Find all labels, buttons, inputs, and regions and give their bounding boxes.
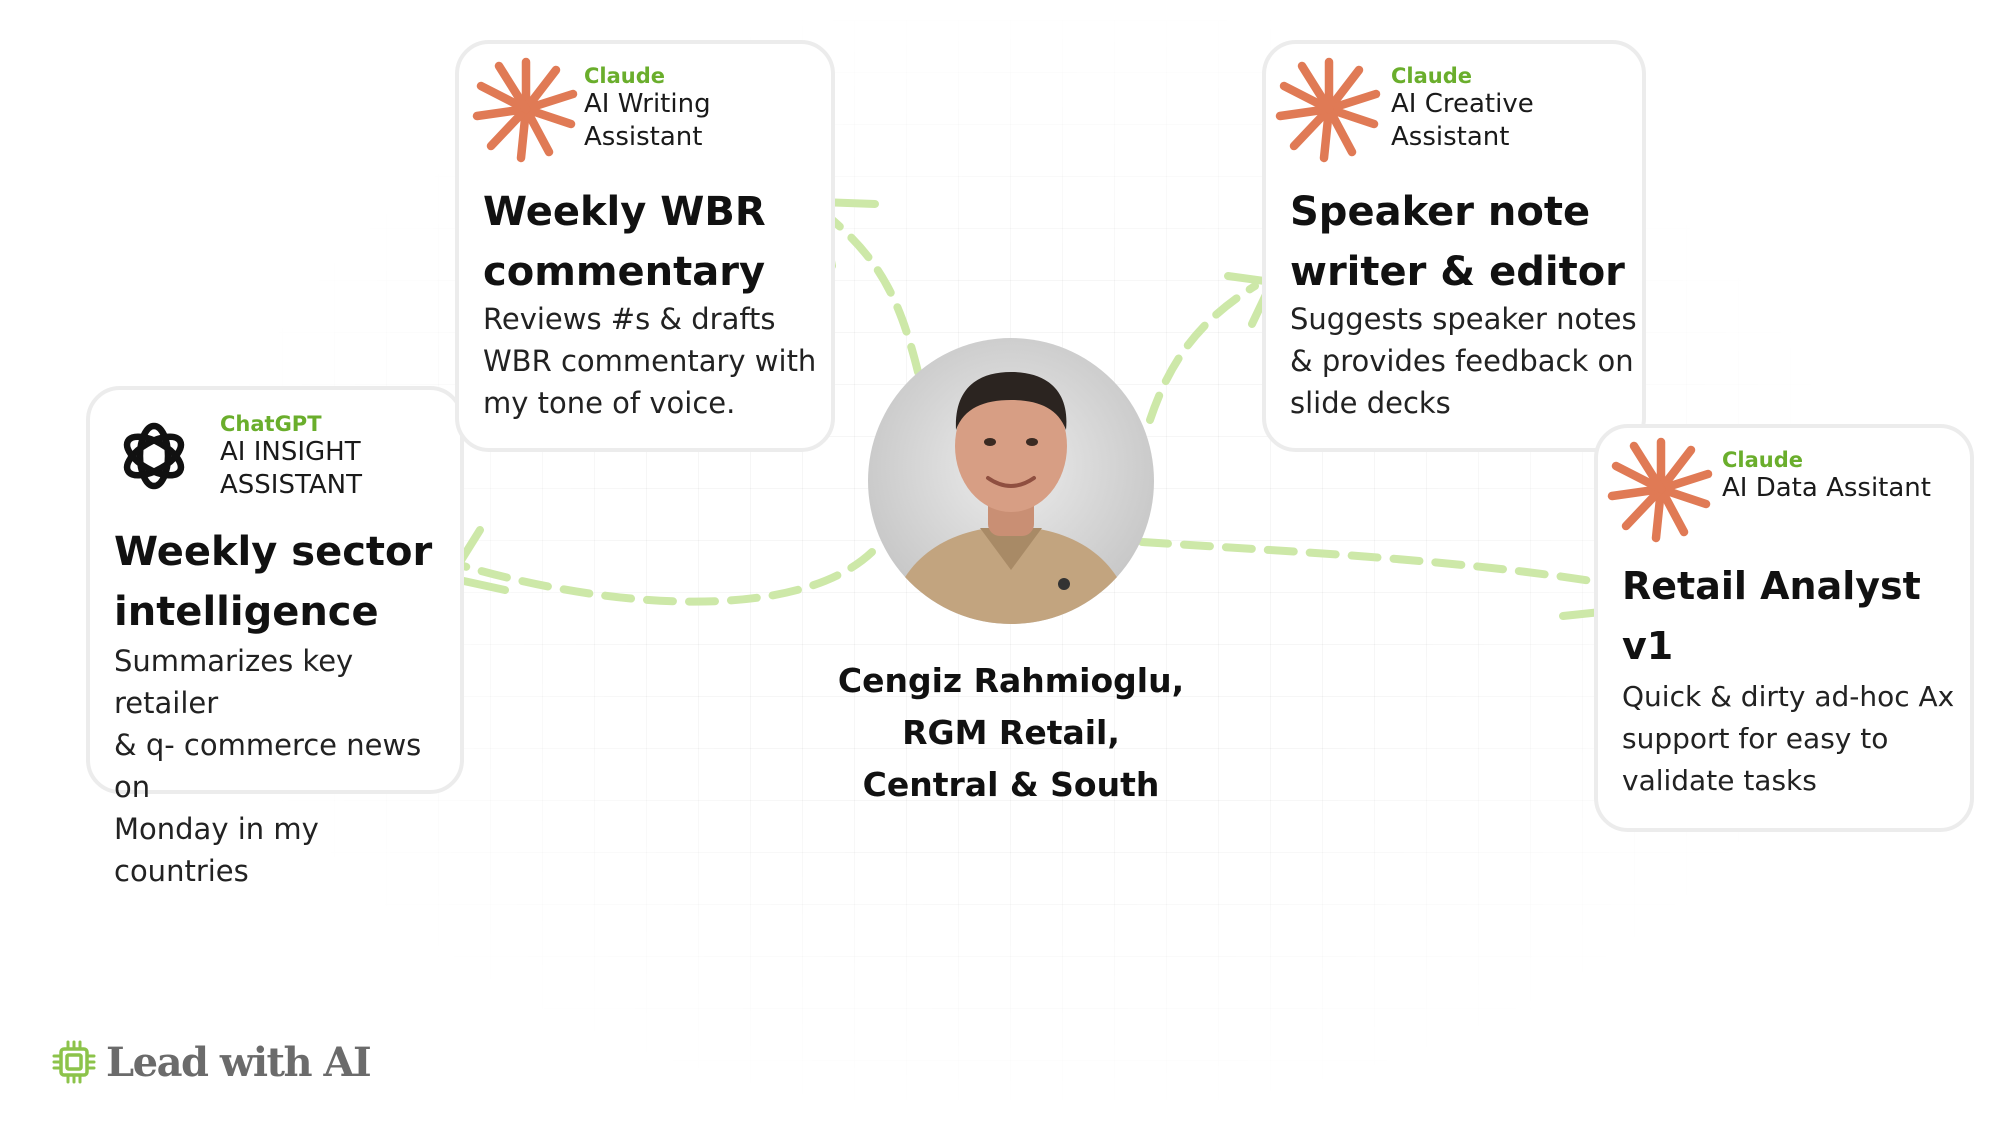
- claude-starburst-icon: [472, 57, 578, 163]
- card-description: Quick & dirty ad-hoc Ax support for easy…: [1622, 676, 1954, 802]
- card-title-line-1: Speaker note: [1290, 189, 1591, 235]
- card-description: Summarizes key retailer & q- commerce ne…: [114, 640, 460, 892]
- card-description-line-2: WBR commentary with: [483, 344, 817, 378]
- chip-icon: [52, 1040, 96, 1084]
- card-description-line-2: & provides feedback on: [1290, 344, 1634, 378]
- person-name: Cengiz Rahmioglu,: [837, 661, 1185, 700]
- card-title-line-1: Weekly WBR: [483, 189, 766, 235]
- card-description-line-1: Suggests speaker notes: [1290, 302, 1637, 336]
- claude-starburst-icon: [1275, 57, 1381, 163]
- card-title-line-2: intelligence: [114, 589, 379, 635]
- card-description-line-1: Reviews #s & drafts: [483, 302, 776, 336]
- card-title-line-2: writer & editor: [1290, 249, 1625, 295]
- role-label-line-1: AI INSIGHT: [220, 437, 361, 467]
- openai-logo-icon: [123, 422, 185, 490]
- card-retail-analyst: Claude AI Data Assitant Retail Analyst v…: [1594, 424, 1974, 832]
- role-label-line-2: ASSISTANT: [220, 470, 362, 500]
- person-role: RGM Retail,: [902, 713, 1120, 752]
- role-label: AI Writing Assistant: [584, 89, 711, 152]
- provider-label: Claude: [1391, 64, 1473, 88]
- card-title: Speaker note writer & editor: [1290, 182, 1625, 302]
- brand-name: Lead with AI: [106, 1038, 372, 1086]
- card-description-line-3: my tone of voice.: [483, 386, 736, 420]
- card-title-line-1: Retail Analyst v1: [1622, 564, 1921, 668]
- card-description-line-2: support for easy to: [1622, 722, 1889, 755]
- card-title: Weekly WBR commentary: [483, 182, 766, 302]
- card-title-line-2: commentary: [483, 249, 766, 295]
- card-description: Suggests speaker notes & provides feedba…: [1290, 298, 1637, 424]
- card-speaker-note-writer: Claude AI Creative Assistant Speaker not…: [1262, 40, 1646, 452]
- card-weekly-wbr-commentary: Claude AI Writing Assistant Weekly WBR c…: [455, 40, 835, 452]
- provider-label: Claude: [1722, 448, 1804, 472]
- role-label: AI Data Assitant: [1722, 473, 1931, 503]
- person-name-caption: Cengiz Rahmioglu, RGM Retail, Central & …: [830, 655, 1192, 811]
- card-description-line-1: Quick & dirty ad-hoc Ax: [1622, 680, 1955, 713]
- claude-starburst-icon: [1607, 437, 1713, 543]
- card-description: Reviews #s & drafts WBR commentary with …: [483, 298, 816, 424]
- provider-label: ChatGPT: [220, 412, 322, 436]
- card-title-line-1: Weekly sector: [114, 529, 433, 575]
- person-region: Central & South: [862, 765, 1160, 804]
- card-description-line-1: Summarizes key retailer: [114, 644, 354, 720]
- card-description-line-2: & q- commerce news on: [114, 728, 422, 804]
- card-title: Retail Analyst v1: [1622, 556, 1970, 676]
- role-label: AI Creative Assistant: [1391, 89, 1534, 152]
- card-title: Weekly sector intelligence: [114, 522, 432, 642]
- card-weekly-sector-intelligence: ChatGPT AI INSIGHT ASSISTANT Weekly sect…: [86, 386, 464, 888]
- person-illustration: [888, 372, 1134, 624]
- provider-label: Claude: [584, 64, 666, 88]
- card-description-line-3: slide decks: [1290, 386, 1451, 420]
- card-description-line-3: validate tasks: [1622, 764, 1817, 797]
- brand-logo: Lead with AI: [52, 1037, 372, 1087]
- person-avatar: [868, 338, 1154, 624]
- card-description-line-3: Monday in my countries: [114, 812, 319, 888]
